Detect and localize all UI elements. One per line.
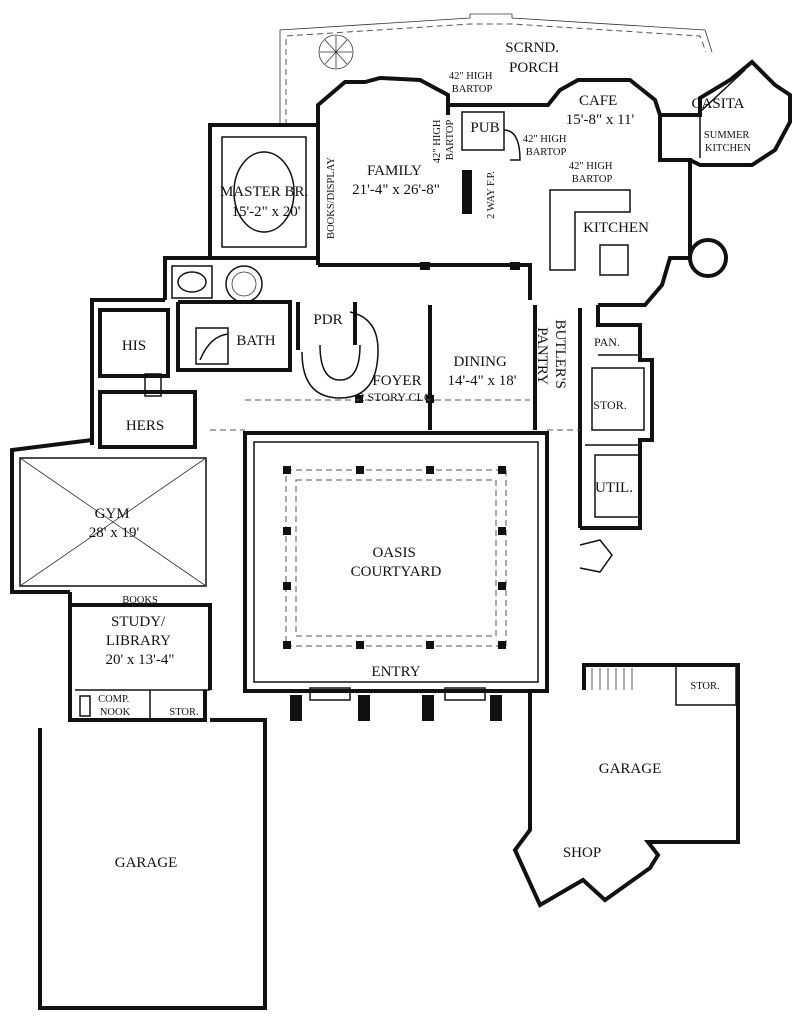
screened-porch-outline	[279, 13, 713, 125]
bartop-porch-label: 42" HIGH BARTOP	[449, 71, 495, 95]
garage-left-label: GARAGE	[115, 855, 178, 871]
stor-garage-label: STOR.	[690, 681, 719, 692]
master-br-label: MASTER BR. 15'-2" x 20'	[220, 184, 312, 220]
casita-label: CASITA	[692, 96, 745, 112]
kitchen-label: KITCHEN	[583, 220, 649, 236]
pan-label: PAN.	[594, 335, 620, 349]
hers-label: HERS	[126, 418, 164, 434]
interior-walls	[19, 111, 645, 720]
fireplace-label: 2 WAY F.P.	[486, 171, 497, 219]
cafe-label: CAFE 15'-8" x 11'	[566, 93, 635, 128]
family-label: FAMILY 21'-4" x 26'-8"	[352, 163, 440, 198]
bath-label: BATH	[236, 333, 275, 349]
bartop-pub-right-label: 42" HIGH BARTOP	[523, 134, 569, 158]
shop-label: SHOP	[563, 845, 601, 861]
stor-study-label: STOR.	[169, 707, 198, 718]
foyer-label: FOYER 2 STORY CLG.	[358, 372, 435, 404]
bartop-kitchen-label: 42" HIGH BARTOP	[569, 161, 615, 185]
dining-label: DINING 14'-4" x 18'	[447, 354, 516, 389]
screened-porch-label: SCRND. PORCH	[505, 40, 563, 76]
bartop-pub-label: 42" HIGH BARTOP	[432, 117, 456, 163]
pdr-label: PDR	[313, 312, 342, 328]
garage-right-label: GARAGE	[599, 761, 662, 777]
courtyard-label: OASIS COURTYARD	[351, 545, 442, 580]
garage-stair	[591, 664, 737, 706]
stor-pantry-label: STOR.	[593, 398, 626, 412]
books-display-label: BOOKS/DISPLAY	[326, 157, 337, 239]
gym-label: GYM 28' x 19'	[89, 506, 140, 541]
summer-kitchen-label: SUMMER KITCHEN	[704, 130, 752, 154]
exterior-walls	[10, 59, 792, 1010]
books-label: BOOKS	[122, 595, 158, 606]
util-label: UTIL.	[595, 480, 633, 496]
his-label: HIS	[122, 338, 146, 354]
entry-label: ENTRY	[371, 664, 420, 680]
butlers-pantry-label: BUTLER'S PANTRY	[534, 319, 568, 392]
room-labels: SCRND. PORCH 42" HIGH BARTOP 42" HIGH BA…	[89, 40, 752, 871]
oasis-courtyard-structure	[210, 262, 613, 721]
study-library-label: STUDY/ LIBRARY 20' x 13'-4"	[105, 614, 174, 668]
comp-nook-label: COMP. NOOK	[98, 694, 132, 718]
pub-label: PUB	[470, 120, 499, 136]
